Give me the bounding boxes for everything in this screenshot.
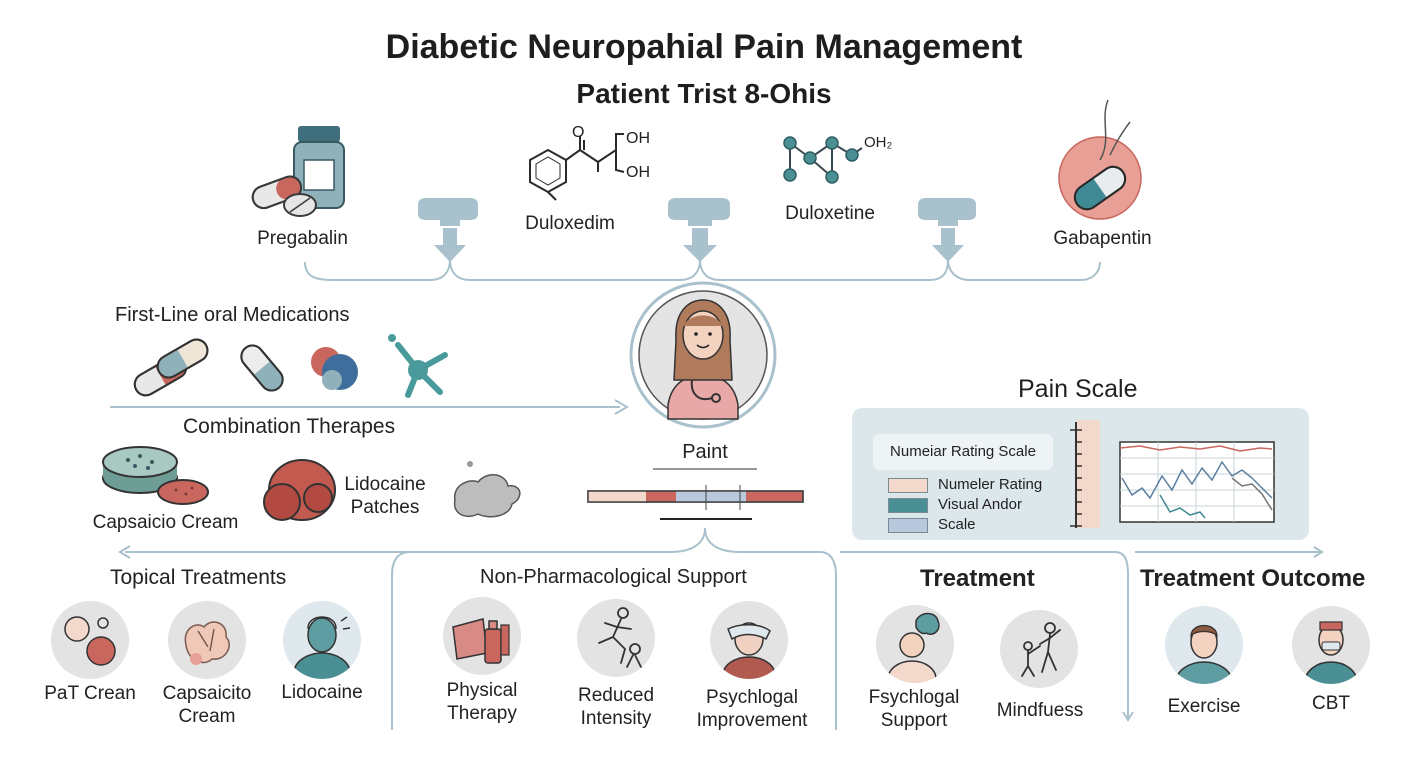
page-title: Diabetic Neuropahial Pain Management bbox=[385, 28, 1023, 66]
outcome-heading: Treatment Outcome bbox=[1140, 565, 1366, 592]
woman-mask-avatar-icon bbox=[1292, 606, 1370, 684]
numeric-rating-box: Numeiar Rating Scale bbox=[873, 434, 1053, 470]
first-line-heading: First-Line oral Medications bbox=[115, 304, 350, 326]
pepper-hands-icon bbox=[168, 601, 246, 679]
drug-label-duloxetine: Duloxetine bbox=[785, 203, 875, 224]
combination-heading: Combination Therapes bbox=[183, 415, 396, 438]
non-pharm-heading: Non-Pharmacological Support bbox=[480, 566, 747, 588]
helping-figures-icon bbox=[1000, 610, 1078, 688]
legend-swatch-numeric bbox=[888, 478, 928, 493]
topical-heading: Topical Treatments bbox=[110, 566, 287, 589]
drug-label-duloxedim: Duloxedim bbox=[525, 213, 615, 234]
formula-oh-1: OH bbox=[626, 130, 650, 147]
pain-scale-title: Pain Scale bbox=[1018, 375, 1138, 403]
patient-label: Paint bbox=[682, 441, 728, 463]
legend-label-numeric: Numeler Rating bbox=[938, 476, 1043, 493]
person-thought-icon bbox=[876, 605, 954, 683]
capsaicito-cream-label: Capsaicito Cream bbox=[162, 683, 252, 727]
man-avatar-icon bbox=[1165, 606, 1243, 684]
exercise-label: Exercise bbox=[1167, 696, 1241, 717]
therapy-kit-icon bbox=[443, 597, 521, 675]
legend-label-visual: Visual Andor bbox=[938, 496, 1022, 513]
person-patch-icon bbox=[283, 601, 361, 679]
legend-swatch-scale bbox=[888, 518, 928, 533]
capsaicin-cream-label: Capsaicio Cream bbox=[92, 512, 239, 533]
legend-label-scale: Scale bbox=[938, 516, 976, 533]
drug-label-pregabalin: Pregabalin bbox=[257, 228, 348, 249]
running-figure-icon bbox=[577, 599, 655, 677]
physical-therapy-label: Physical Therapy bbox=[446, 680, 518, 724]
cream-dots-icon bbox=[51, 601, 129, 679]
drug-label-gabapentin: Gabapentin bbox=[1053, 228, 1152, 249]
legend-swatch-visual bbox=[888, 498, 928, 513]
treatment-heading: Treatment bbox=[920, 565, 1035, 592]
reduced-intensity-label: Reduced Intensity bbox=[577, 685, 655, 729]
formula-oh2: OH₂ bbox=[864, 134, 893, 151]
formula-oh-2: OH bbox=[626, 164, 650, 181]
lidocaine-patches-label: Lidocaine Patches bbox=[344, 474, 426, 518]
mindfuess-label: Mindfuess bbox=[996, 700, 1084, 721]
pat-cream-label: PaT Crean bbox=[44, 683, 136, 704]
page-subtitle: Patient Trist 8-Ohis bbox=[576, 78, 832, 109]
lidocaine-label: Lidocaine bbox=[281, 682, 363, 703]
cbt-label: CBT bbox=[1312, 693, 1350, 714]
formula-o: O bbox=[572, 124, 585, 141]
psychlogal-improvement-label: Psychlogal Improvement bbox=[696, 687, 808, 731]
fsychlogal-support-label: Fsychlogal Support bbox=[868, 687, 960, 731]
person-mask-icon bbox=[710, 601, 788, 679]
